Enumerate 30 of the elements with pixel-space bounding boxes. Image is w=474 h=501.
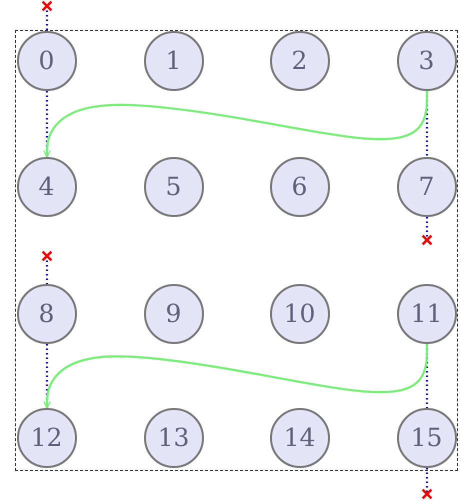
curved-arrow <box>43 91 428 158</box>
node-label: 15 <box>410 425 442 450</box>
dotted-connector <box>421 217 433 246</box>
node-label: 8 <box>38 301 54 326</box>
node-circle <box>396 30 456 90</box>
node-circle <box>16 30 76 90</box>
node-label: 4 <box>38 174 54 199</box>
dotted-connector <box>41 250 53 284</box>
node-label: 0 <box>38 48 54 73</box>
node-label: 11 <box>410 301 442 326</box>
node-circle <box>16 408 76 468</box>
node-label: 2 <box>292 48 308 73</box>
node-label: 10 <box>284 301 316 326</box>
node-label: 5 <box>166 174 182 199</box>
node-circle <box>16 156 76 216</box>
node-label: 14 <box>284 425 316 450</box>
node-circle <box>144 30 204 90</box>
node-label: 7 <box>418 174 434 199</box>
node-label: 9 <box>166 301 182 326</box>
node-label: 3 <box>418 48 434 73</box>
dashed-frame <box>15 30 458 471</box>
node-circle <box>16 284 76 344</box>
node-label: 12 <box>30 425 62 450</box>
node-label: 6 <box>292 174 308 199</box>
curved-arrow <box>43 344 428 409</box>
dotted-connector <box>421 468 433 500</box>
node-label: 1 <box>166 48 182 73</box>
dotted-connector <box>41 0 53 31</box>
node-circle <box>270 30 330 90</box>
node-label: 13 <box>158 425 190 450</box>
